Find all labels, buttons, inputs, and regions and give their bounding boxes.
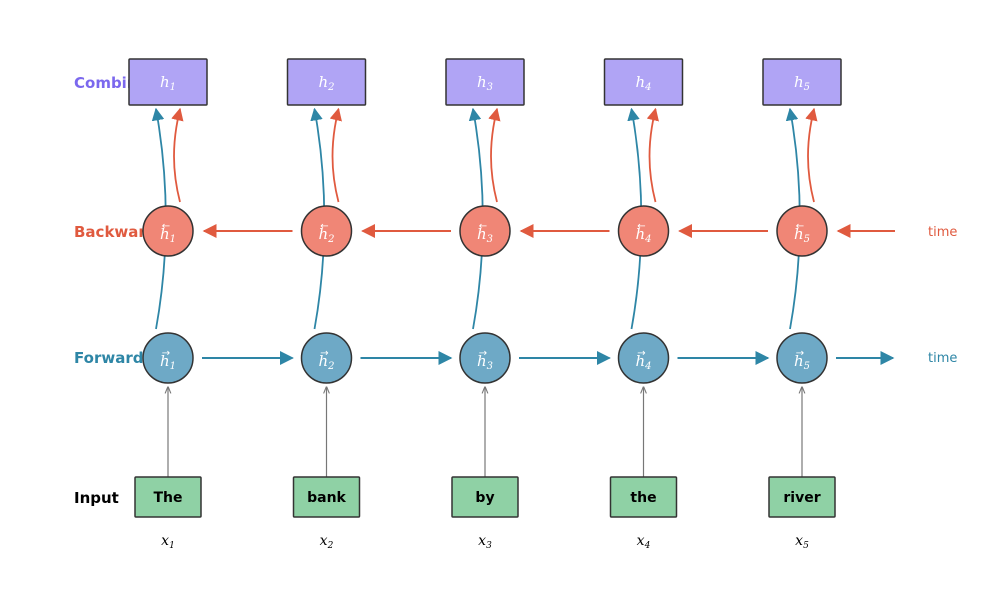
forward-node-1: h1→ bbox=[142, 332, 194, 384]
input-box-2 bbox=[292, 476, 361, 518]
combined-node-1: h1 bbox=[128, 58, 208, 106]
combined-symbol-4: h4 bbox=[635, 73, 651, 93]
backward-node-1: h1← bbox=[142, 205, 194, 257]
input-node-5: river bbox=[768, 476, 836, 518]
input-word-2: bank bbox=[307, 490, 346, 506]
combined-node-4: h4 bbox=[603, 58, 684, 106]
forward-node-5: h5→ bbox=[776, 332, 828, 384]
forward-circle-5 bbox=[776, 332, 828, 384]
forward-symbol-1-accent: → bbox=[162, 348, 170, 359]
forward-symbol-2: h2 bbox=[318, 352, 334, 372]
forward-symbol-5-accent: → bbox=[796, 348, 804, 359]
backward-symbol-4: h4 bbox=[635, 225, 651, 245]
backward-circle-2 bbox=[300, 205, 353, 257]
backward-time-label: time bbox=[928, 225, 957, 240]
input-node-2: bank bbox=[292, 476, 361, 518]
backward-symbol-4-accent: ← bbox=[637, 221, 645, 232]
input-variable-5: x5 bbox=[795, 533, 809, 551]
combined-symbol-3: h3 bbox=[477, 73, 493, 93]
input-word-3: by bbox=[475, 490, 494, 506]
input-box-3 bbox=[451, 476, 519, 518]
input-box-4 bbox=[609, 476, 678, 518]
backward-symbol-1: h1 bbox=[160, 225, 176, 245]
diagram-nodes: h1h1←h1→Thex1h2h2←h2→bankx2h3h3←h3→byx3h… bbox=[128, 58, 842, 551]
backward-symbol-3-accent: ← bbox=[479, 221, 487, 232]
combined-node-5: h5 bbox=[762, 58, 842, 106]
backward-node-3: h3← bbox=[459, 205, 511, 257]
backward-circle-3 bbox=[459, 205, 511, 257]
forward-node-4: h4→ bbox=[617, 332, 670, 384]
input-variable-1: x1 bbox=[161, 533, 175, 551]
forward-circle-3 bbox=[459, 332, 511, 384]
forward-circle-2 bbox=[300, 332, 353, 384]
backward-symbol-3: h3 bbox=[477, 225, 493, 245]
forward-symbol-3-accent: → bbox=[479, 348, 487, 359]
forward-symbol-1: h1 bbox=[160, 352, 176, 372]
input-node-4: the bbox=[609, 476, 678, 518]
combined-box-3 bbox=[445, 58, 525, 106]
input-node-3: by bbox=[451, 476, 519, 518]
combined-symbol-5: h5 bbox=[794, 73, 810, 93]
backward-symbol-5-accent: ← bbox=[796, 221, 804, 232]
backward-symbol-5: h5 bbox=[794, 225, 810, 245]
backward-symbol-2-accent: ← bbox=[320, 221, 328, 232]
forward-time-label: time bbox=[928, 351, 957, 366]
backward-to-combined-arrow-5 bbox=[805, 107, 818, 203]
backward-symbol-2: h2 bbox=[318, 225, 334, 245]
backward-circle-1 bbox=[142, 205, 194, 257]
combined-box-5 bbox=[762, 58, 842, 106]
forward-circle-1 bbox=[142, 332, 194, 384]
input-box-1 bbox=[134, 476, 202, 518]
combined-box-4 bbox=[603, 58, 684, 106]
combined-node-3: h3 bbox=[445, 58, 525, 106]
input-node-1: The bbox=[134, 476, 202, 518]
input-row-label: Input bbox=[74, 489, 119, 507]
input-box-5 bbox=[768, 476, 836, 518]
forward-row-label: Forward bbox=[74, 349, 143, 367]
backward-symbol-1-accent: ← bbox=[162, 221, 170, 232]
input-word-4: the bbox=[630, 490, 656, 506]
combined-box-2 bbox=[286, 58, 367, 106]
input-word-5: river bbox=[783, 490, 820, 506]
forward-symbol-4-accent: → bbox=[637, 348, 645, 359]
forward-symbol-4: h4 bbox=[635, 352, 651, 372]
connection-arrows bbox=[151, 107, 895, 477]
combined-box-1 bbox=[128, 58, 208, 106]
forward-circle-4 bbox=[617, 332, 670, 384]
forward-symbol-3: h3 bbox=[477, 352, 493, 372]
forward-node-3: h3→ bbox=[459, 332, 511, 384]
input-variable-2: x2 bbox=[320, 533, 334, 551]
combined-node-2: h2 bbox=[286, 58, 367, 106]
backward-to-combined-arrow-4 bbox=[646, 107, 659, 203]
forward-node-2: h2→ bbox=[300, 332, 353, 384]
backward-node-2: h2← bbox=[300, 205, 353, 257]
combined-symbol-1: h1 bbox=[160, 73, 176, 93]
forward-symbol-5: h5 bbox=[794, 352, 810, 372]
input-variable-4: x4 bbox=[637, 533, 651, 551]
forward-symbol-2-accent: → bbox=[320, 348, 328, 359]
combined-symbol-2: h2 bbox=[318, 73, 334, 93]
backward-to-combined-arrow-3 bbox=[488, 107, 501, 203]
backward-row-label: Backward bbox=[74, 223, 157, 241]
input-variable-3: x3 bbox=[478, 533, 492, 551]
backward-circle-5 bbox=[776, 205, 828, 257]
backward-to-combined-arrow-2 bbox=[329, 107, 342, 203]
backward-to-combined-arrow-1 bbox=[171, 107, 184, 203]
input-word-1: The bbox=[153, 490, 182, 506]
backward-circle-4 bbox=[617, 205, 670, 257]
backward-node-5: h5← bbox=[776, 205, 828, 257]
backward-node-4: h4← bbox=[617, 205, 670, 257]
